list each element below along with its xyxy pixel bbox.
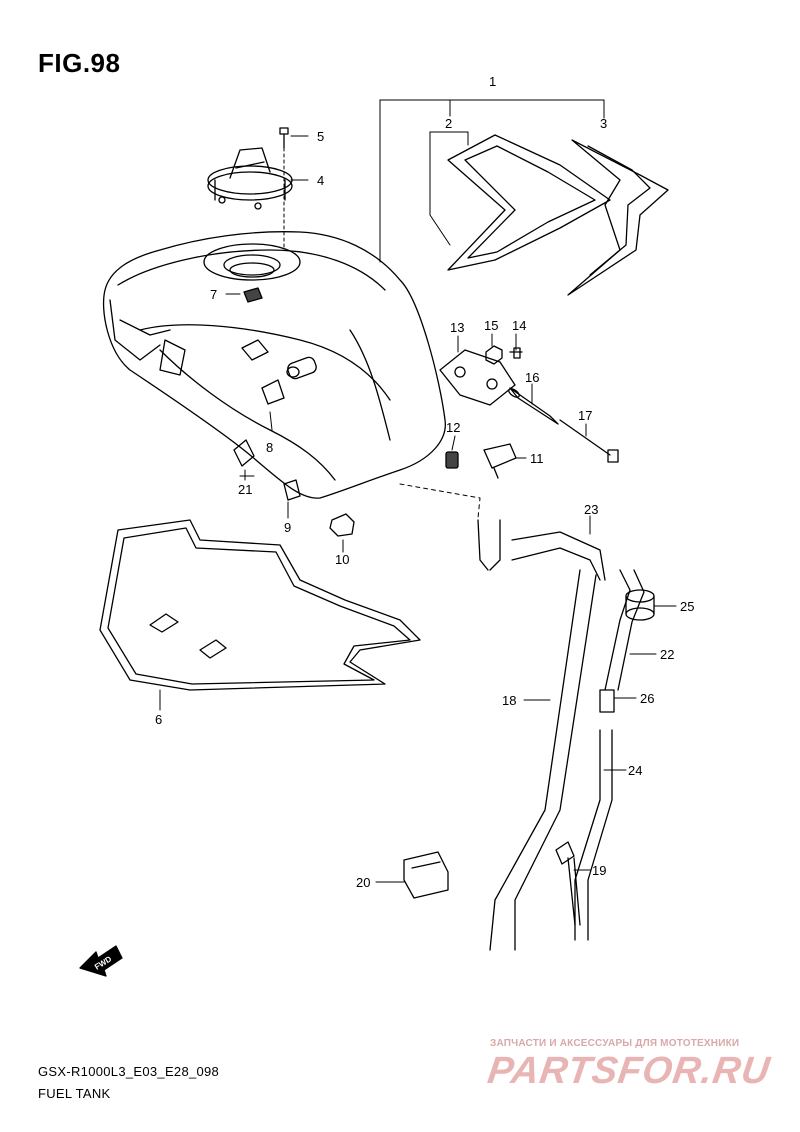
damper-11 bbox=[483, 443, 517, 479]
callout-16: 16 bbox=[525, 370, 539, 385]
callout-13: 13 bbox=[450, 320, 464, 335]
callout-24: 24 bbox=[628, 763, 642, 778]
mount-bracket bbox=[439, 349, 516, 406]
callout-21: 21 bbox=[238, 482, 252, 497]
bolt-17 bbox=[559, 419, 619, 463]
hose-24 bbox=[574, 729, 613, 941]
hose-18 bbox=[489, 569, 597, 951]
nut-15 bbox=[485, 345, 503, 365]
clip-9 bbox=[283, 479, 301, 501]
decal-right bbox=[567, 139, 669, 296]
clamp-25 bbox=[625, 589, 655, 621]
callout-23: 23 bbox=[584, 502, 598, 517]
callout-14: 14 bbox=[512, 318, 526, 333]
damper-12 bbox=[445, 451, 459, 469]
watermark-logo: PARTSFOR.RU bbox=[485, 1050, 773, 1092]
callout-7: 7 bbox=[210, 287, 217, 302]
model-code: GSX-R1000L3_E03_E28_098 bbox=[38, 1064, 220, 1079]
figure-title: FIG.98 bbox=[38, 48, 121, 78]
joint-26 bbox=[599, 689, 615, 713]
sheet-name: FUEL TANK bbox=[38, 1086, 111, 1101]
callout-26: 26 bbox=[640, 691, 654, 706]
callout-15: 15 bbox=[484, 318, 498, 333]
cushion-21 bbox=[233, 439, 255, 467]
callout-18: 18 bbox=[502, 693, 516, 708]
bolt-14 bbox=[509, 347, 523, 359]
callout-20: 20 bbox=[356, 875, 370, 890]
callout-3: 3 bbox=[600, 116, 607, 131]
hose-22 bbox=[604, 569, 645, 691]
fwd-arrow-icon: FWD bbox=[79, 945, 123, 977]
callout-6: 6 bbox=[155, 712, 162, 727]
callout-25: 25 bbox=[680, 599, 694, 614]
callout-12: 12 bbox=[446, 420, 460, 435]
cushion-10 bbox=[329, 513, 355, 537]
callout-5: 5 bbox=[317, 129, 324, 144]
holder-20 bbox=[403, 851, 449, 899]
callout-19: 19 bbox=[592, 863, 606, 878]
bolt-5 bbox=[279, 127, 289, 149]
callout-4: 4 bbox=[317, 173, 324, 188]
callout-11: 11 bbox=[530, 451, 544, 466]
callout-8: 8 bbox=[266, 440, 273, 455]
watermark-tagline: ЗАПЧАСТИ И АКСЕССУАРЫ ДЛЯ МОТОТЕХНИКИ bbox=[490, 1038, 740, 1049]
callout-22: 22 bbox=[660, 647, 674, 662]
collar-16 bbox=[508, 387, 559, 425]
callout-1: 1 bbox=[489, 74, 496, 89]
clamp-band-19 bbox=[555, 841, 581, 926]
callout-17: 17 bbox=[578, 408, 592, 423]
tank-seal bbox=[99, 519, 421, 691]
callout-2: 2 bbox=[445, 116, 452, 131]
callout-10: 10 bbox=[335, 552, 349, 567]
fuel-tank-body bbox=[102, 231, 446, 499]
decal-left bbox=[447, 134, 611, 271]
callout-numbers: 1 2 3 4 5 6 7 8 9 10 11 12 13 14 15 16 1… bbox=[155, 74, 694, 890]
callout-9: 9 bbox=[284, 520, 291, 535]
leader-lines bbox=[159, 99, 677, 883]
hose-23 bbox=[477, 519, 606, 581]
tank-to-hose-dashed-line bbox=[399, 483, 481, 519]
pad-7 bbox=[243, 287, 263, 303]
fuel-pump bbox=[207, 147, 293, 210]
